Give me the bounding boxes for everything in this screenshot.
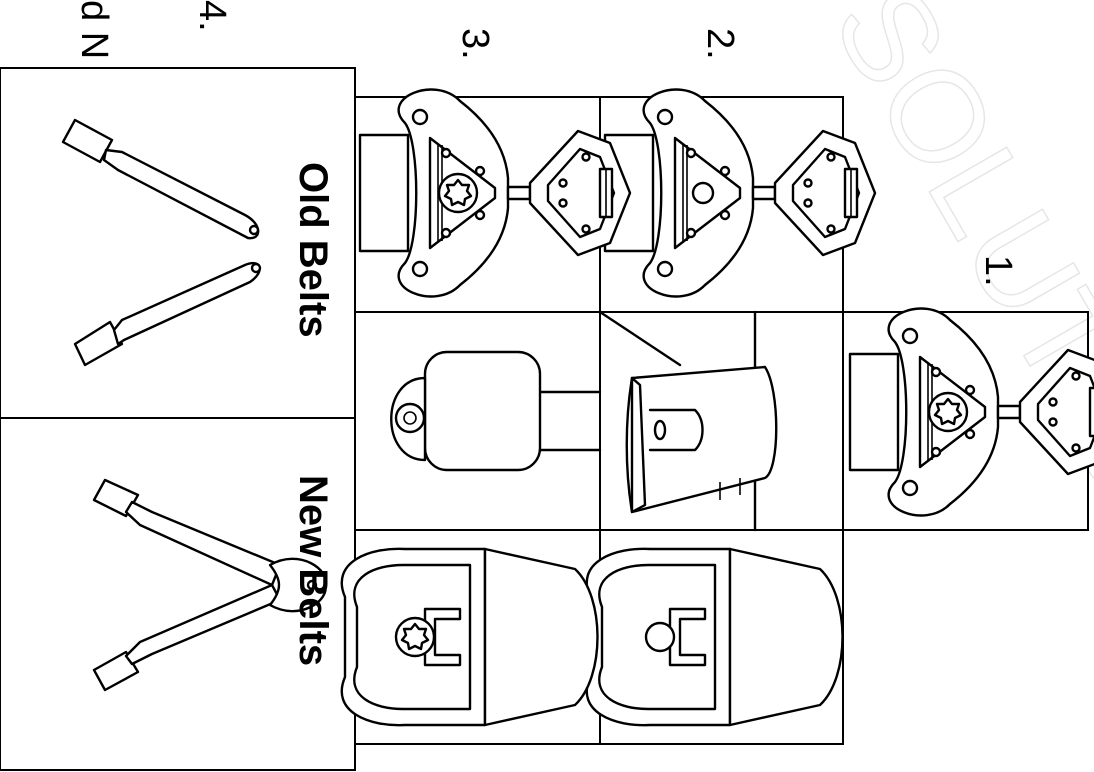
step-2-bracket-drawing [603, 88, 877, 298]
step-1-label: 1. [977, 255, 1019, 287]
step-2-clip-drawing [585, 547, 844, 727]
old-belts-title: Old Belts [291, 162, 335, 338]
new-belts-drawing [92, 478, 327, 692]
step-2-label: 2. [699, 28, 741, 60]
step-3-label: 3. [454, 28, 496, 60]
step-2-cover-drawing [598, 310, 778, 532]
step-3-bracket-drawing [358, 88, 632, 298]
old-belts-drawing [61, 118, 262, 367]
partial-text: d N [73, 0, 115, 59]
step-4-label: 4. [191, 0, 233, 32]
step-3-cover-drawing [390, 350, 602, 472]
new-belts-title: New Belts [291, 475, 335, 666]
step-3-clip-drawing [340, 547, 599, 727]
